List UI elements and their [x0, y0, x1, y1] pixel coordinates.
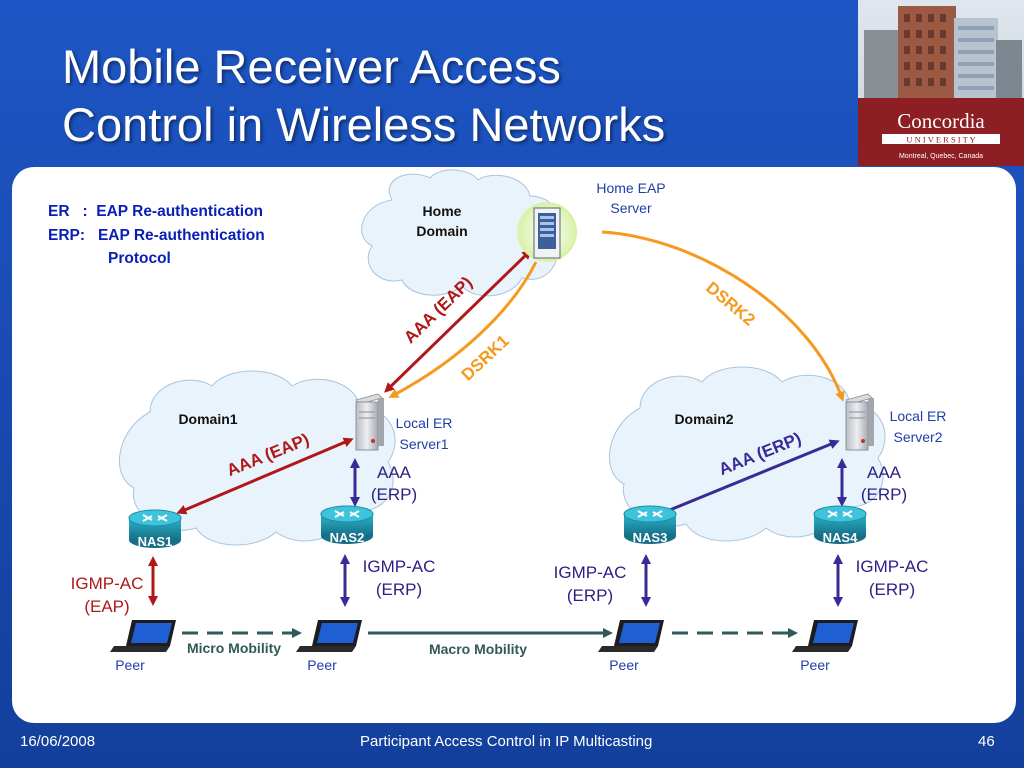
nas3-router-icon — [623, 505, 677, 544]
igmp-ac-eap-label-2: (EAP) — [84, 597, 129, 616]
aaa-erp-nas4-label-2: (ERP) — [861, 485, 907, 504]
aaa-erp-nas2-label-2: (ERP) — [371, 485, 417, 504]
logo-university-text: U N I V E R S I T Y — [906, 135, 975, 145]
macro-mobility-label: Macro Mobility — [429, 641, 527, 657]
dsrk2-link — [601, 230, 845, 402]
igmp-ac-erp-4-label-2: (ERP) — [869, 580, 915, 599]
local-er-server1-label-1: Local ER — [396, 415, 453, 431]
aaa-erp-domain2-link — [656, 439, 840, 517]
micro-mobility-label: Micro Mobility — [187, 640, 281, 656]
peer1-laptop-icon — [110, 620, 176, 652]
logo-location-text: Montreal, Quebec, Canada — [899, 153, 983, 160]
nas2-router-icon — [320, 505, 374, 544]
title-line-2: Control in Wireless Networks — [62, 98, 666, 151]
local-er-server2-icon — [845, 393, 874, 451]
university-logo: Concordia U N I V E R S I T Y Montreal, … — [858, 0, 1024, 166]
home-eap-server-label-2: Server — [610, 200, 652, 216]
igmp-ac-erp-3-label-1: IGMP-AC — [554, 563, 627, 582]
domain1-label: Domain1 — [178, 411, 237, 427]
footer-date: 16/06/2008 — [20, 733, 96, 750]
footer-title: Participant Access Control in IP Multica… — [360, 733, 653, 750]
igmp-ac-erp-2-label-1: IGMP-AC — [363, 557, 436, 576]
nas1-router-icon — [128, 509, 182, 548]
local-er-server2-label-2: Server2 — [893, 429, 942, 445]
aaa-erp-nas2-label-1: AAA — [377, 463, 412, 482]
home-domain-label-1: Home — [423, 203, 462, 219]
legend-erp-protocol: Protocol — [108, 250, 171, 267]
peer1-label: Peer — [115, 657, 145, 673]
peer4-label: Peer — [800, 657, 830, 673]
local-er-server1-icon — [355, 393, 384, 451]
legend-erp: ERP: EAP Re-authentication — [48, 227, 265, 244]
peer2-laptop-icon — [296, 620, 362, 652]
aaa-eap-home-link — [384, 249, 532, 393]
nas2-label: NAS2 — [330, 530, 365, 545]
igmp-ac-eap-label-1: IGMP-AC — [71, 574, 144, 593]
aaa-erp-nas4-label-1: AAA — [867, 463, 902, 482]
local-er-server1-label-2: Server1 — [399, 436, 448, 452]
dsrk1-link — [388, 261, 538, 398]
aaa-eap-domain1-link — [176, 437, 354, 515]
peer3-label: Peer — [609, 657, 639, 673]
dsrk1-label: DSRK1 — [458, 331, 513, 384]
slide-title: Mobile Receiver Access Control in Wirele… — [62, 38, 822, 154]
home-domain-label-2: Domain — [416, 223, 467, 239]
igmp-ac-erp-3-label-2: (ERP) — [567, 586, 613, 605]
local-er-server2-label-1: Local ER — [890, 408, 947, 424]
igmp-ac-erp-4-label-1: IGMP-AC — [856, 557, 929, 576]
nas3-label: NAS3 — [633, 530, 668, 545]
peer3-laptop-icon — [598, 620, 664, 652]
title-line-1: Mobile Receiver Access — [62, 40, 561, 93]
nas1-label: NAS1 — [138, 534, 173, 549]
footer-page-number: 46 — [978, 733, 995, 750]
home-eap-server-icon — [517, 202, 577, 262]
domain2-label: Domain2 — [674, 411, 733, 427]
nas4-router-icon — [813, 505, 867, 544]
legend-er: ER : EAP Re-authentication — [48, 203, 263, 220]
home-eap-server-label-1: Home EAP — [596, 180, 665, 196]
logo-name-text: Concordia — [897, 109, 985, 133]
peer4-laptop-icon — [792, 620, 858, 652]
peer2-label: Peer — [307, 657, 337, 673]
igmp-ac-erp-2-label-2: (ERP) — [376, 580, 422, 599]
nas4-label: NAS4 — [823, 530, 858, 545]
